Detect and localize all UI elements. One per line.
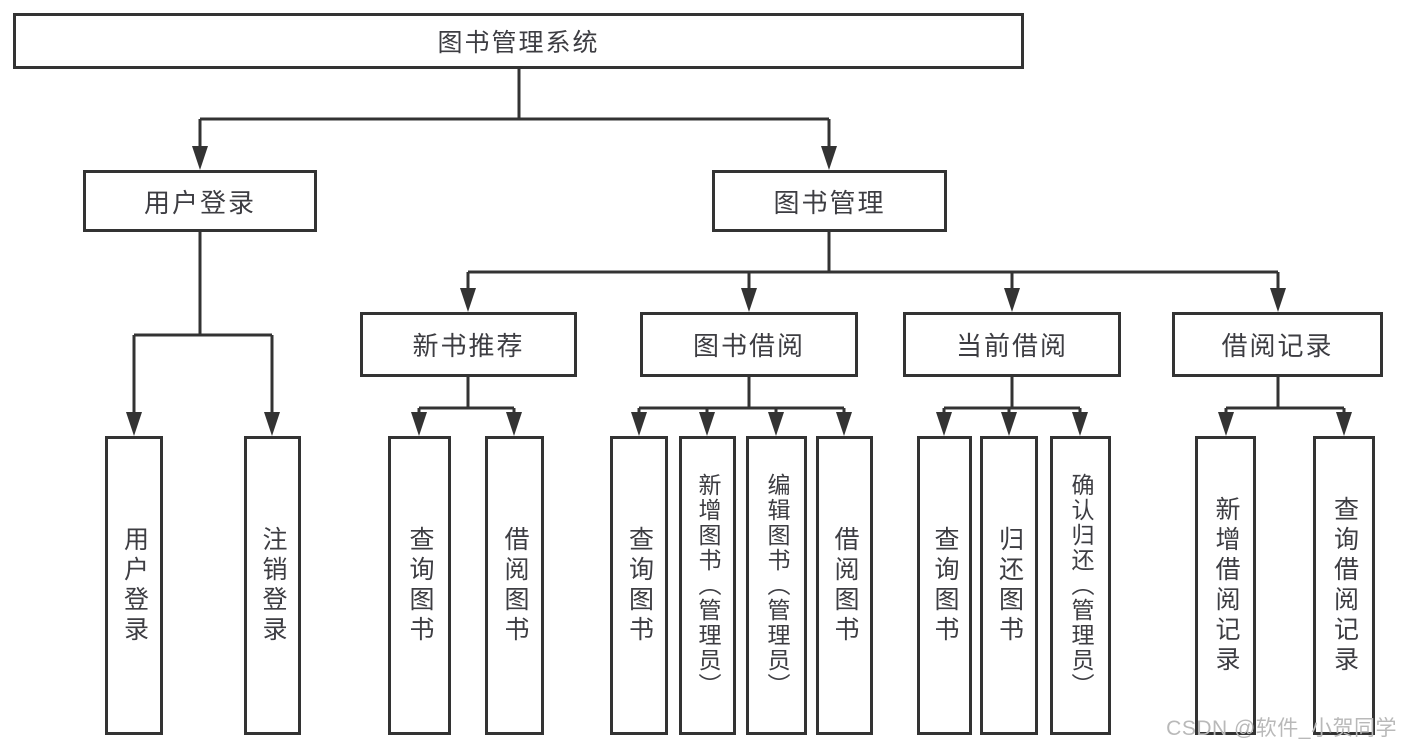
leaf-edit-books-admin: 编辑图书（管理员） (746, 436, 807, 735)
arrow-down-icon (264, 412, 280, 436)
leaf-label: 借阅图书 (831, 525, 859, 646)
leaf-label: 归还图书 (995, 525, 1024, 646)
leaf-label: 查询图书 (931, 525, 959, 646)
node-borrowing-records: 借阅记录 (1172, 312, 1383, 377)
leaf-confirm-return-admin: 确认归还（管理员） (1050, 436, 1111, 735)
leaf-borrow-books: 借阅图书 (485, 436, 544, 735)
node-new-book-recommend: 新书推荐 (360, 312, 577, 377)
arrow-down-icon (192, 146, 208, 170)
node-label: 新书推荐 (412, 331, 525, 361)
leaf-label: 查询借阅记录 (1330, 495, 1359, 676)
node-label: 图书管理系统 (437, 29, 600, 57)
arrow-down-icon (836, 412, 852, 436)
leaf-add-borrow-record: 新增借阅记录 (1195, 436, 1256, 735)
node-library-management-system: 图书管理系统 (13, 13, 1024, 69)
arrow-down-icon (1336, 412, 1352, 436)
arrow-down-icon (1270, 288, 1286, 312)
leaf-query-books: 查询图书 (610, 436, 668, 735)
node-user-login: 用户登录 (83, 170, 317, 232)
leaf-label: 查询图书 (406, 525, 434, 646)
leaf-label: 新增图书（管理员） (695, 473, 721, 698)
leaf-borrow-books: 借阅图书 (816, 436, 873, 735)
arrow-down-icon (699, 412, 715, 436)
arrow-down-icon (411, 412, 427, 436)
node-label: 图书管理 (773, 187, 886, 218)
arrow-down-icon (1218, 412, 1234, 436)
arrowheads (126, 146, 1352, 436)
arrow-down-icon (821, 146, 837, 170)
node-label: 用户登录 (143, 187, 256, 218)
leaf-label: 编辑图书（管理员） (764, 473, 790, 698)
node-label: 图书借阅 (692, 331, 805, 361)
node-book-management: 图书管理 (712, 170, 947, 232)
leaf-label: 查询图书 (625, 525, 654, 646)
node-label: 借阅记录 (1221, 331, 1334, 361)
arrow-down-icon (506, 412, 522, 436)
leaf-label: 新增借阅记录 (1212, 495, 1240, 676)
arrow-down-icon (741, 288, 757, 312)
leaf-logout: 注销登录 (244, 436, 301, 735)
leaf-query-borrow-record: 查询借阅记录 (1313, 436, 1375, 735)
leaf-user-login: 用户登录 (105, 436, 163, 735)
leaf-label: 注销登录 (259, 525, 287, 646)
arrow-down-icon (1072, 412, 1088, 436)
arrow-down-icon (768, 412, 784, 436)
csdn-watermark: CSDN @软件_小贺同学 (1166, 717, 1397, 740)
arrow-down-icon (1004, 288, 1020, 312)
node-book-borrowing: 图书借阅 (640, 312, 858, 377)
leaf-query-books: 查询图书 (388, 436, 451, 735)
node-current-borrowing: 当前借阅 (903, 312, 1121, 377)
leaf-add-books-admin: 新增图书（管理员） (679, 436, 736, 735)
leaf-query-books: 查询图书 (917, 436, 972, 735)
leaf-label: 借阅图书 (501, 525, 529, 646)
arrow-down-icon (1001, 412, 1017, 436)
leaf-label: 确认归还（管理员） (1068, 473, 1094, 698)
arrow-down-icon (631, 412, 647, 436)
node-label: 当前借阅 (955, 331, 1068, 361)
arrow-down-icon (126, 412, 142, 436)
leaf-return-books: 归还图书 (980, 436, 1038, 735)
arrow-down-icon (936, 412, 952, 436)
arrow-down-icon (460, 288, 476, 312)
leaf-label: 用户登录 (120, 525, 149, 646)
